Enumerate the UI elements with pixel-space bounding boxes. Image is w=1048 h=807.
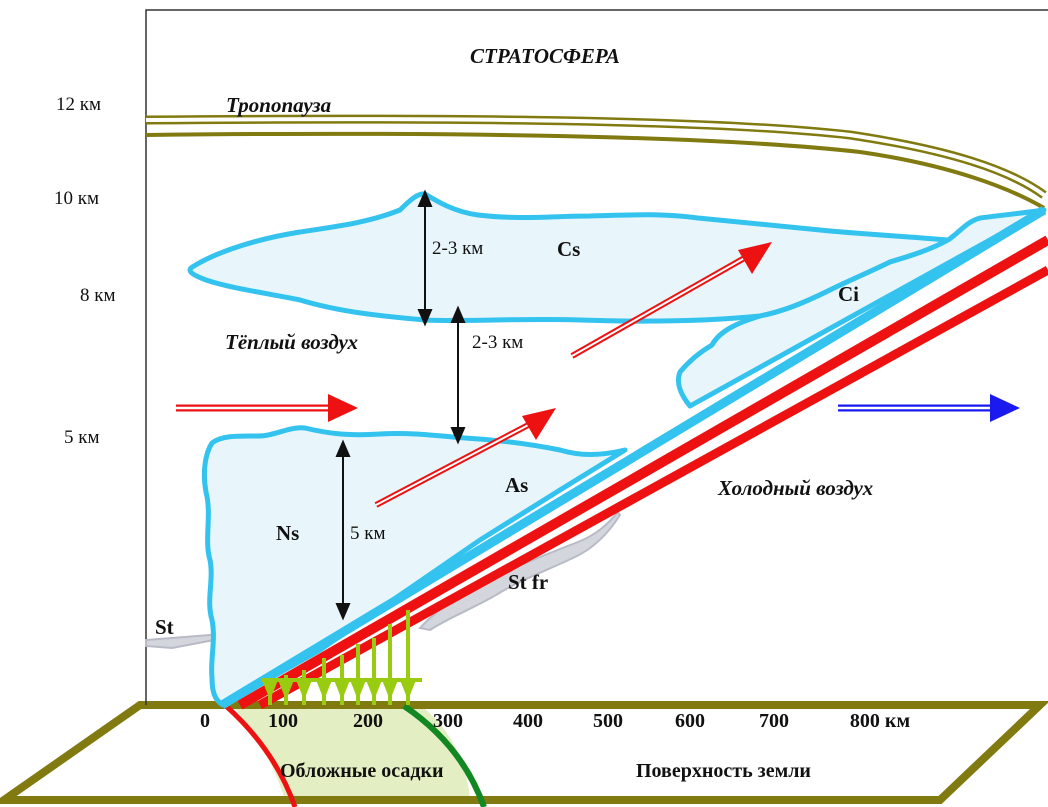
distance-tick: 200 (353, 710, 383, 732)
ci-cloud (675, 207, 1047, 409)
cloud-label-cs: Cs (557, 237, 581, 261)
cs-thickness-label: 2-3 км (432, 238, 484, 259)
front-red-line-1 (237, 235, 1048, 710)
ns-as-cloud (201, 425, 628, 708)
tropopause-underline (145, 131, 1046, 210)
tropopause-label: Тропопауза (226, 93, 332, 117)
distance-tick: 500 (593, 710, 623, 732)
rising-arrow-2 (570, 242, 772, 359)
precipitation-label: Обложные осадки (280, 760, 444, 782)
rising-arrow-1 (374, 408, 556, 508)
tropopause-line (145, 114, 1047, 199)
thickness-arrows (335, 189, 466, 621)
warm-air-arrow (176, 394, 358, 422)
altitude-10km: 10 км (54, 188, 100, 209)
earth-surface-plane (0, 701, 1048, 804)
cloud-label-st: St (155, 615, 174, 639)
warm-air-label: Тёплый воздух (225, 330, 359, 354)
cloud-label-ci: Ci (838, 282, 859, 306)
precipitation-boundary-arc (402, 703, 487, 807)
cloud-label-as: As (505, 473, 529, 497)
tropopause-line-inner (145, 117, 1046, 197)
distance-tick: 600 (675, 710, 705, 732)
distance-tick: 100 (268, 710, 298, 732)
chart-frame (145, 9, 1048, 705)
precipitation-zone (232, 705, 470, 800)
altitude-8km: 8 км (80, 285, 116, 306)
cold-air-arrow (838, 394, 1020, 422)
front-line-arc-red (224, 704, 298, 807)
precipitation-drops (262, 680, 416, 700)
cloud-label-stfr: St fr (508, 570, 549, 594)
distance-tick: 300 (433, 710, 463, 732)
earth-surface-label: Поверхность земли (636, 760, 811, 782)
altitude-12km: 12 км (56, 94, 102, 115)
ns-thickness-label: 5 км (350, 523, 386, 544)
distance-tick: 0 (200, 710, 210, 732)
frontal-surface (219, 206, 1047, 709)
altitude-5km: 5 км (64, 427, 100, 448)
distance-tick: 400 (513, 710, 543, 732)
cloud-label-ns: Ns (276, 521, 300, 545)
stratosphere-label: СТРАТОСФЕРА (470, 44, 620, 68)
distance-tick: 800 км (849, 710, 911, 732)
cold-air-label: Холодный воздух (718, 476, 874, 500)
gap-thickness-label: 2-3 км (472, 332, 524, 353)
distance-tick: 700 (759, 710, 789, 732)
